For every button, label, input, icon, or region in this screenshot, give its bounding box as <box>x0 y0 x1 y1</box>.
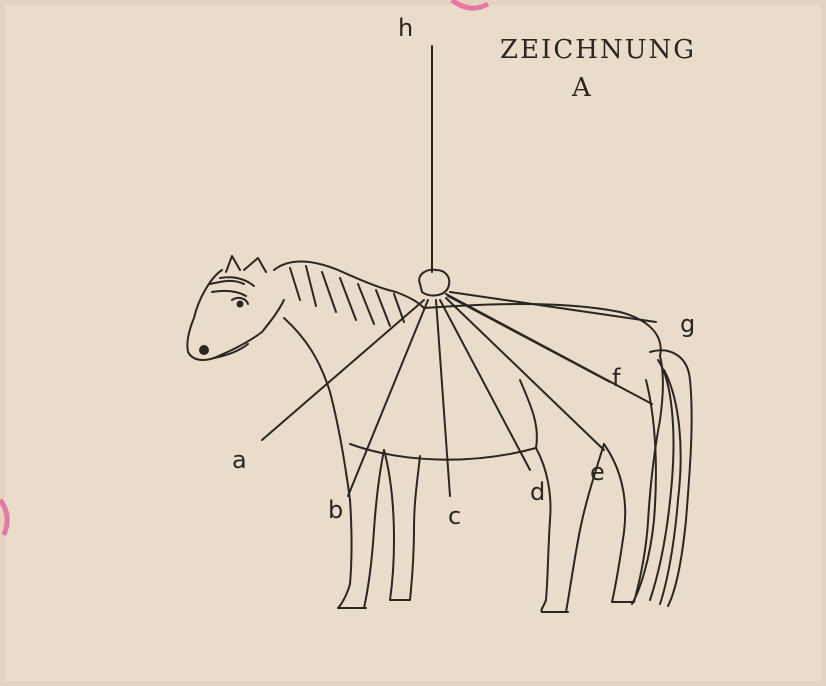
label-a: a <box>232 446 247 474</box>
label-c: c <box>448 502 461 530</box>
horse-eye-pupil <box>238 302 243 307</box>
label-h: h <box>398 14 413 42</box>
label-b: b <box>328 496 343 524</box>
drawing-title-line1: ZEICHNUNG <box>500 35 696 65</box>
label-f: f <box>612 364 621 392</box>
label-g: g <box>680 310 695 338</box>
horse-nostril <box>200 346 208 354</box>
drawing-title-line2: A <box>571 73 592 103</box>
label-d: d <box>530 478 545 506</box>
label-e: e <box>590 458 605 486</box>
